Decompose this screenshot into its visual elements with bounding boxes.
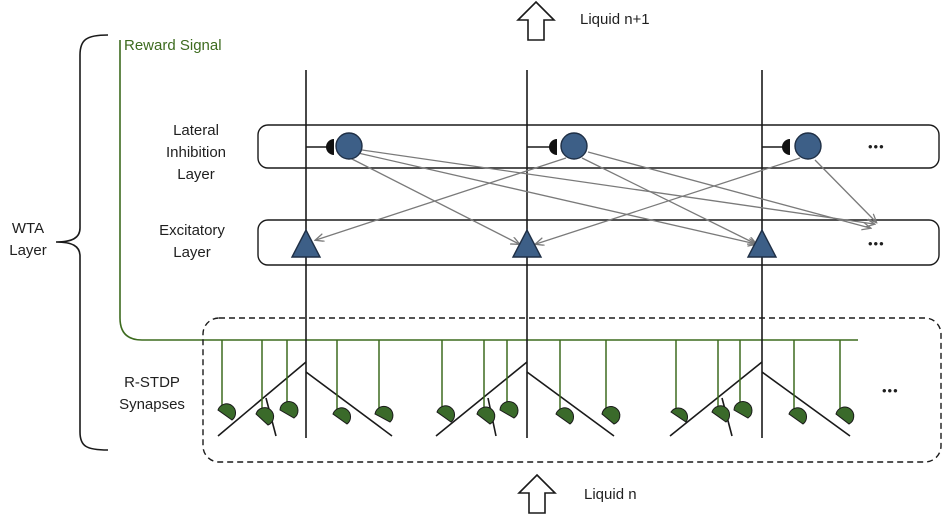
synapse-head <box>733 401 753 419</box>
inhibition-arrow <box>536 157 801 244</box>
inhibitory-neuron <box>306 132 363 160</box>
liquid-bottom-label: Liquid n <box>584 486 637 503</box>
synapse-head <box>255 407 275 426</box>
inhibitory-terminal <box>326 139 334 155</box>
reward-signal-line <box>119 40 858 341</box>
rstdp-label: R-STDP Synapses <box>104 372 200 416</box>
inhibition-arrow <box>316 157 567 240</box>
rstdp-label-line: Synapses <box>119 396 185 413</box>
synapse-head <box>279 401 299 419</box>
synapse-head <box>711 405 730 423</box>
ellipsis-inhibition: ••• <box>868 139 885 154</box>
lateral-inhibition-label: Lateral Inhibition Layer <box>148 120 244 186</box>
lateral-inhibition-label-line: Layer <box>177 166 215 183</box>
ellipsis-excitatory: ••• <box>868 236 885 251</box>
synapse-head <box>374 405 394 423</box>
excitatory-label-line: Excitatory <box>159 222 225 239</box>
rstdp-label-line: R-STDP <box>124 374 180 391</box>
synapse-head <box>670 407 688 423</box>
up-arrow-top <box>516 0 556 41</box>
excitatory-box <box>257 219 940 266</box>
lateral-inhibition-label-line: Inhibition <box>165 144 227 161</box>
ellipsis-synapses: ••• <box>882 383 899 398</box>
reward-signal-label: Reward Signal <box>124 37 222 54</box>
synapses <box>217 401 855 426</box>
synapse-head <box>788 407 807 425</box>
lateral-inhibition-label-line: Lateral <box>173 122 219 139</box>
wta-layer-label-line: WTA <box>11 220 45 237</box>
rstdp-box <box>202 317 942 463</box>
excitatory-neuron <box>746 228 778 258</box>
wta-brace <box>55 34 109 451</box>
synapse-stems <box>221 340 841 414</box>
inhibitory-neuron-body <box>794 132 822 160</box>
synapse-head <box>499 401 519 419</box>
inhibitory-connections <box>316 149 876 244</box>
excitatory-neuron <box>511 228 543 258</box>
excitatory-neuron <box>290 228 322 258</box>
inhibition-arrow <box>587 151 870 228</box>
inhibitory-terminal <box>782 139 790 155</box>
inhibition-arrow <box>814 159 876 222</box>
liquid-top-label: Liquid n+1 <box>580 11 650 28</box>
wta-layer-label-line: Layer <box>9 242 47 259</box>
inhibition-arrow <box>357 152 756 244</box>
inhibitory-neuron-body <box>335 132 363 160</box>
excitatory-label: Excitatory Layer <box>140 220 244 264</box>
wta-layer-label: WTA Layer <box>6 218 50 262</box>
excitatory-label-line: Layer <box>173 244 211 261</box>
synapse-head <box>436 405 455 423</box>
dendrites <box>217 361 851 437</box>
synapse-head <box>555 407 574 425</box>
synapse-head <box>476 406 496 425</box>
synapse-head <box>332 407 351 425</box>
inhibitory-neuron-body <box>560 132 588 160</box>
lateral-inhibition-box <box>257 124 940 169</box>
inhibitory-neuron <box>762 132 822 160</box>
synapse-head <box>601 406 621 425</box>
inhibitory-neuron <box>527 132 588 160</box>
inhibitory-terminal <box>549 139 557 155</box>
inhibition-arrow <box>361 149 874 224</box>
up-arrow-bottom <box>517 473 557 514</box>
synapse-head <box>217 403 236 421</box>
synapse-head <box>835 406 855 425</box>
